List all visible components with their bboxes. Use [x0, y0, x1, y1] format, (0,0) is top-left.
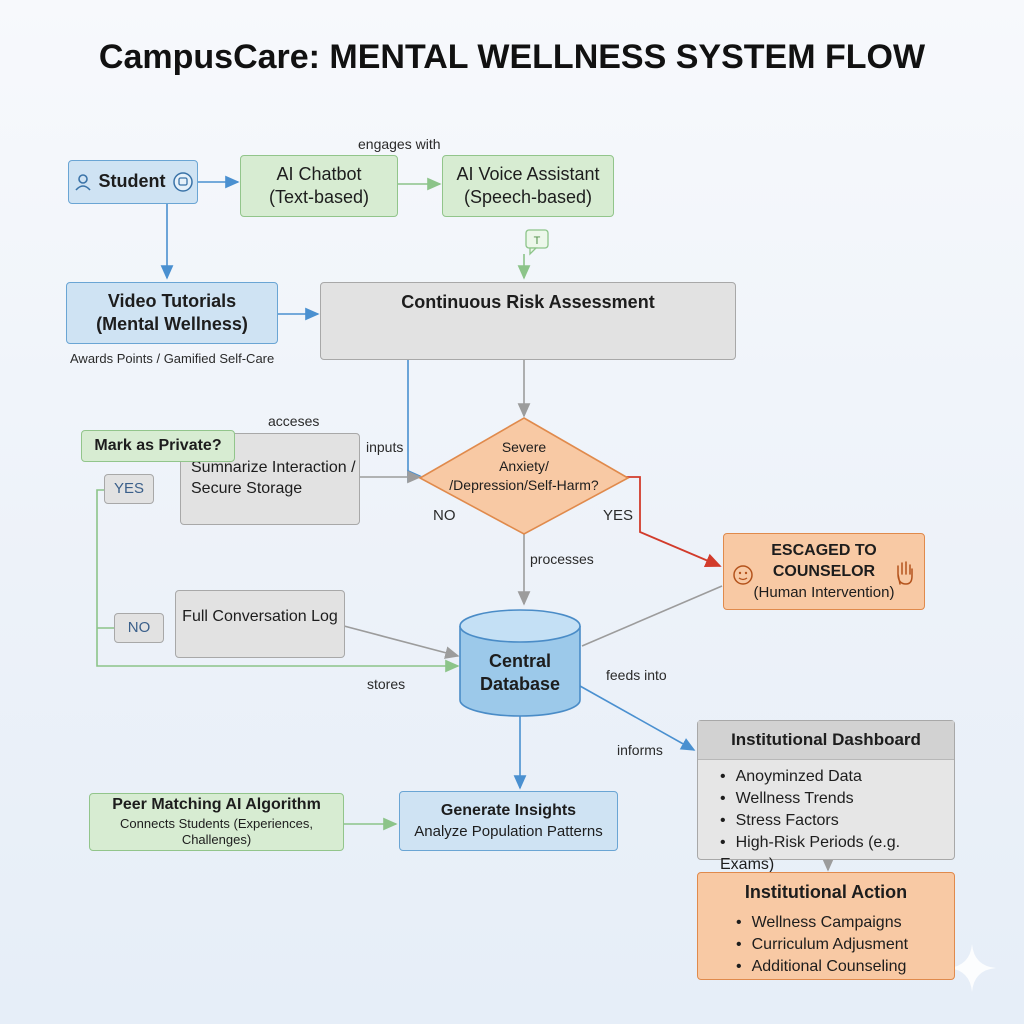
- label-awards-points: Awards Points / Gamified Self-Care: [70, 351, 275, 366]
- hand-icon: [897, 561, 913, 585]
- institutional-action-node[interactable]: Institutional Action Wellness Campaigns …: [697, 872, 955, 980]
- database-line2: Database: [479, 674, 561, 694]
- student-node[interactable]: Student: [68, 160, 198, 204]
- user-icon: [74, 174, 91, 191]
- database-line1: Central: [488, 651, 551, 671]
- ai-voice-assistant-node[interactable]: AI Voice Assistant (Speech-based): [442, 155, 614, 217]
- face-icon: [733, 565, 753, 585]
- action-item: Curriculum Adjusment: [736, 934, 954, 956]
- decision-line3: /Depression/Self-Harm?: [449, 477, 599, 493]
- dashboard-list: Anoyminzed Data Wellness Trends Stress F…: [698, 760, 954, 876]
- mark-private-node[interactable]: Mark as Private?: [81, 430, 235, 462]
- database-cylinder: [459, 609, 581, 717]
- ai-chatbot-node[interactable]: AI Chatbot (Text-based): [240, 155, 398, 217]
- chatbot-subtitle: (Text-based): [268, 187, 370, 207]
- sparkle-icon: [948, 944, 996, 992]
- arrow-decision-escalate: [626, 476, 722, 567]
- action-list: Wellness Campaigns Curriculum Adjusment …: [698, 912, 954, 978]
- dashboard-item: Anoyminzed Data: [720, 766, 954, 788]
- insights-subtitle: Analyze Population Patterns: [414, 822, 603, 840]
- page-title: CampusCare: MENTAL WELLNESS SYSTEM FLOW: [98, 38, 926, 76]
- voice-subtitle: (Speech-based): [463, 187, 593, 207]
- private-label: Mark as Private?: [94, 436, 222, 454]
- action-item: Wellness Campaigns: [736, 912, 954, 934]
- arrow-log-database: [343, 625, 460, 659]
- video-subtitle: (Mental Wellness): [96, 314, 248, 334]
- dashboard-item: Wellness Trends: [720, 788, 954, 810]
- insights-title: Generate Insights: [440, 801, 577, 819]
- action-title: Institutional Action: [744, 882, 908, 902]
- no-box-label: NO: [127, 619, 151, 637]
- decision-line2: Anxiety/: [499, 458, 549, 474]
- peer-title: Peer Matching AI Algorithm: [112, 795, 321, 813]
- label-stores: stores: [367, 676, 406, 692]
- arrow-database-dashboard: [579, 685, 696, 751]
- voice-title: AI Voice Assistant: [456, 163, 600, 184]
- student-label: Student: [98, 171, 166, 192]
- label-engages-with: engages with: [358, 136, 441, 152]
- line-private-loop: [96, 489, 460, 673]
- escalate-line1: ESCAGED TO: [771, 541, 877, 559]
- label-yes: YES: [603, 507, 634, 524]
- decision-text: Severe Anxiety/ /Depression/Self-Harm?: [436, 438, 612, 495]
- peer-matching-node[interactable]: Peer Matching AI Algorithm Connects Stud…: [89, 793, 344, 851]
- label-informs: informs: [617, 742, 663, 758]
- escalate-node[interactable]: ESCAGED TO COUNSELOR (Human Intervention…: [723, 533, 925, 610]
- decision-line1: Severe: [501, 439, 547, 455]
- risk-assessment-node[interactable]: Continuous Risk Assessment: [320, 282, 736, 360]
- label-acceses: acceses: [268, 413, 320, 429]
- action-item: Additional Counseling: [736, 956, 954, 978]
- dashboard-item: Stress Factors: [720, 810, 954, 832]
- risk-title: Continuous Risk Assessment: [401, 292, 655, 312]
- peer-subtitle: Connects Students (Experiences, Challeng…: [120, 815, 313, 848]
- yes-box-label: YES: [113, 480, 144, 498]
- label-no: NO: [433, 507, 456, 524]
- chat-icon: [172, 172, 193, 192]
- line-escalate-database: [581, 585, 723, 647]
- no-box[interactable]: NO: [114, 613, 164, 643]
- video-title: Video Tutorials: [107, 290, 237, 311]
- label-inputs: inputs: [366, 439, 404, 455]
- speech-bubble-icon: T: [525, 229, 549, 256]
- label-processes: processes: [530, 551, 594, 567]
- escalate-line3: (Human Intervention): [753, 583, 895, 601]
- yes-box[interactable]: YES: [104, 474, 154, 504]
- arrow-risk-inputs: [407, 360, 422, 483]
- decision-diamond: [418, 417, 630, 535]
- video-tutorials-node[interactable]: Video Tutorials (Mental Wellness): [66, 282, 278, 344]
- summarize-line2: Secure Storage: [191, 480, 303, 497]
- database-text: Central Database: [460, 650, 580, 696]
- chatbot-title: AI Chatbot: [276, 163, 362, 184]
- summarize-line1: Sumnarize Interaction /: [191, 459, 356, 477]
- full-log-label: Full Conversation Log: [182, 608, 338, 625]
- label-feeds-into: feeds into: [606, 667, 667, 683]
- dashboard-item: High-Risk Periods (e.g. Exams): [720, 832, 954, 876]
- svg-text:T: T: [534, 235, 541, 247]
- institutional-dashboard-node[interactable]: Institutional Dashboard Anoyminzed Data …: [697, 720, 955, 873]
- full-log-node[interactable]: Full Conversation Log: [175, 590, 345, 658]
- generate-insights-node[interactable]: Generate Insights Analyze Population Pat…: [399, 791, 618, 851]
- dashboard-title: Institutional Dashboard: [698, 721, 954, 761]
- escalate-line2: COUNSELOR: [772, 562, 876, 580]
